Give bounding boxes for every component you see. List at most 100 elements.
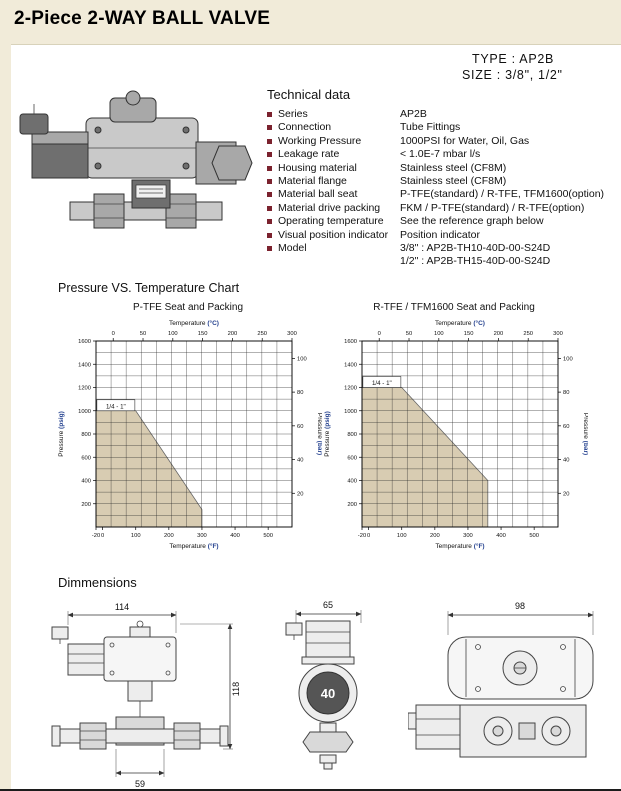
svg-text:Temperature (°F): Temperature (°F) xyxy=(435,542,484,550)
tech-label: Material drive packing xyxy=(278,201,381,214)
svg-text:60: 60 xyxy=(563,424,569,430)
product-photo-actuator xyxy=(85,90,199,179)
tech-label: Housing material xyxy=(278,161,357,174)
svg-text:Pressure (bar): Pressure (bar) xyxy=(316,413,322,455)
svg-text:Temperature (°C): Temperature (°C) xyxy=(169,319,219,327)
svg-text:Temperature (°C): Temperature (°C) xyxy=(435,319,485,327)
bullet-icon xyxy=(267,112,272,117)
dim-height: 118 xyxy=(180,623,241,750)
svg-text:800: 800 xyxy=(347,432,357,438)
svg-text:200: 200 xyxy=(164,533,174,539)
tech-label: Series xyxy=(278,108,308,120)
svg-text:150: 150 xyxy=(464,331,474,337)
svg-text:0: 0 xyxy=(112,331,115,337)
svg-text:200: 200 xyxy=(347,502,357,508)
svg-text:0: 0 xyxy=(101,533,104,539)
svg-text:80: 80 xyxy=(297,390,303,396)
bullet-icon xyxy=(267,165,272,171)
tech-value-line: < 1.0E-7 mbar l/s xyxy=(400,148,481,161)
svg-text:1400: 1400 xyxy=(78,362,91,368)
svg-text:Temperature (°F): Temperature (°F) xyxy=(169,542,218,550)
dim-label-width: 114 xyxy=(115,602,129,612)
svg-text:1600: 1600 xyxy=(78,339,91,345)
tech-value-line: Stainless steel (CF8M) xyxy=(400,175,507,188)
svg-text:80: 80 xyxy=(563,390,569,396)
dim-width: 98 xyxy=(447,601,594,635)
svg-text:20: 20 xyxy=(297,491,303,497)
svg-text:300: 300 xyxy=(463,533,473,539)
svg-text:1200: 1200 xyxy=(344,386,357,392)
dim-port: 59 xyxy=(115,749,165,789)
section-heading-dimensions: Dimmensions xyxy=(58,575,137,590)
svg-text:40: 40 xyxy=(563,458,569,464)
svg-text:-20: -20 xyxy=(92,533,100,539)
tech-value-line: Tube Fittings xyxy=(400,121,461,134)
svg-text:1600: 1600 xyxy=(344,339,357,345)
svg-text:300: 300 xyxy=(197,533,207,539)
product-photo xyxy=(19,90,253,229)
chart-section-heading: Pressure VS. Temperature Chart xyxy=(58,281,240,295)
tech-value-line: AP2B xyxy=(400,108,427,120)
type-label: TYPE : AP2B xyxy=(472,52,555,66)
chart-title: R-TFE / TFM1600 Seat and Packing xyxy=(373,302,535,313)
svg-text:150: 150 xyxy=(198,331,208,337)
tech-value: P-TFE(standard) / R-TFE, TFM1600(option) xyxy=(400,188,612,201)
svg-text:600: 600 xyxy=(347,455,357,461)
tech-value: Position indicator xyxy=(400,229,612,242)
dim-width: 65 xyxy=(295,600,362,623)
svg-text:400: 400 xyxy=(496,533,506,539)
bullet-icon xyxy=(267,152,272,158)
tech-value-line: Position indicator xyxy=(400,228,480,241)
svg-text:0: 0 xyxy=(378,331,381,337)
svg-text:1400: 1400 xyxy=(344,362,357,368)
svg-text:100: 100 xyxy=(131,533,141,539)
svg-text:100: 100 xyxy=(563,356,573,362)
section-heading-technical-data: Technical data xyxy=(267,87,351,102)
svg-text:200: 200 xyxy=(430,533,440,539)
svg-text:50: 50 xyxy=(406,331,412,337)
svg-text:100: 100 xyxy=(397,533,407,539)
svg-text:50: 50 xyxy=(140,331,146,337)
drawing-side-view: 114 118 59 xyxy=(51,602,241,789)
svg-text:600: 600 xyxy=(81,455,91,461)
svg-text:100: 100 xyxy=(434,331,444,337)
svg-text:500: 500 xyxy=(529,533,539,539)
svg-text:1000: 1000 xyxy=(78,409,91,415)
bottom-rule xyxy=(0,789,621,791)
tech-label: Operating temperature xyxy=(278,215,384,228)
dim-width: 114 xyxy=(67,602,177,633)
dim-label-width: 98 xyxy=(515,601,525,611)
tech-label: Working Pressure xyxy=(278,134,362,147)
valve-front-outline: 40 xyxy=(285,620,358,770)
dim-label-width: 65 xyxy=(323,600,333,610)
actuator-dial-label: 40 xyxy=(321,686,335,701)
bullet-icon xyxy=(267,179,272,185)
tech-value: 1000PSI for Water, Oil, Gas xyxy=(400,135,612,148)
tech-value-line: See the reference graph below xyxy=(400,215,544,228)
product-photo-solenoid xyxy=(19,104,89,179)
tech-row: Operating temperature See the reference g… xyxy=(267,215,612,228)
svg-text:200: 200 xyxy=(228,331,238,337)
bullet-icon xyxy=(267,192,272,198)
svg-text:1/4 - 1": 1/4 - 1" xyxy=(106,403,126,410)
tech-row: Material ball seat P-TFE(standard) / R-TF… xyxy=(267,188,612,201)
bullet-icon xyxy=(267,219,272,225)
bullet-icon xyxy=(267,138,272,144)
svg-text:100: 100 xyxy=(297,356,307,362)
svg-text:250: 250 xyxy=(257,331,267,337)
tech-row: Series AP2B xyxy=(267,108,612,121)
drawing-top-view: 98 xyxy=(408,601,594,758)
svg-text:300: 300 xyxy=(287,331,297,337)
svg-text:20: 20 xyxy=(563,491,569,497)
tech-value-line2: 1/2" : AP2B-TH15-40D-00-S24D xyxy=(400,255,551,268)
tech-value: Tube Fittings xyxy=(400,121,612,134)
drawing-front-view: 65 40 xyxy=(285,600,362,770)
tech-label: Material ball seat xyxy=(278,188,358,201)
svg-text:Pressure (psig): Pressure (psig) xyxy=(58,411,65,457)
tech-value-line: P-TFE(standard) / R-TFE, TFM1600(option) xyxy=(400,188,605,201)
